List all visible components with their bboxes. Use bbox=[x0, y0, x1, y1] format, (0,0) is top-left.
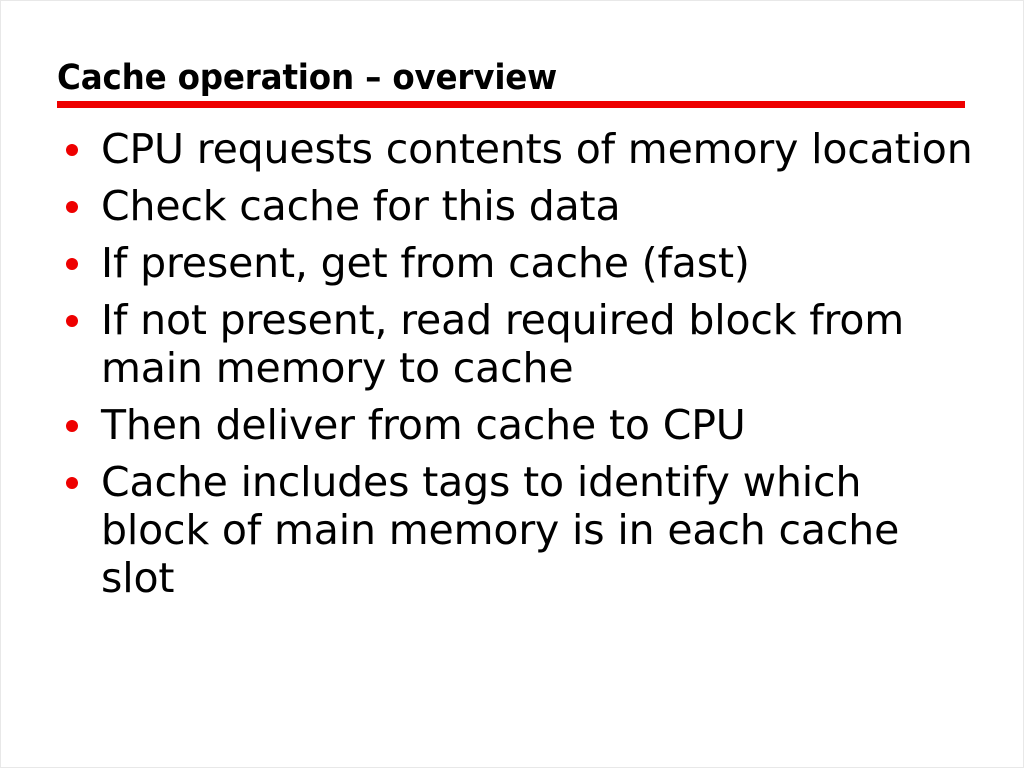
list-item-label: If not present, read required block from… bbox=[101, 296, 905, 392]
list-item: Then deliver from cache to CPU bbox=[57, 401, 977, 449]
list-item-label: CPU requests contents of memory location bbox=[101, 125, 973, 173]
list-item: Check cache for this data bbox=[57, 182, 977, 230]
bullet-dot-icon bbox=[66, 201, 78, 213]
slide-title-block: Cache operation – overview bbox=[57, 57, 965, 99]
list-item-label: Cache includes tags to identify which bl… bbox=[101, 458, 900, 602]
list-item: CPU requests contents of memory location bbox=[57, 125, 977, 173]
list-item-label: If present, get from cache (fast) bbox=[101, 239, 750, 287]
list-item-label: Check cache for this data bbox=[101, 182, 621, 230]
bullet-list: CPU requests contents of memory location… bbox=[57, 125, 977, 602]
bullet-dot-icon bbox=[66, 144, 78, 156]
list-item-label: Then deliver from cache to CPU bbox=[101, 401, 746, 449]
bullet-dot-icon bbox=[66, 315, 78, 327]
bullet-dot-icon bbox=[66, 420, 78, 432]
list-item: If present, get from cache (fast) bbox=[57, 239, 977, 287]
page-title: Cache operation – overview bbox=[57, 58, 558, 98]
bullet-dot-icon bbox=[66, 477, 78, 489]
bullet-dot-icon bbox=[66, 258, 78, 270]
list-item: Cache includes tags to identify which bl… bbox=[57, 458, 901, 602]
title-underline-rule bbox=[57, 101, 965, 108]
list-item: If not present, read required block from… bbox=[57, 296, 913, 392]
